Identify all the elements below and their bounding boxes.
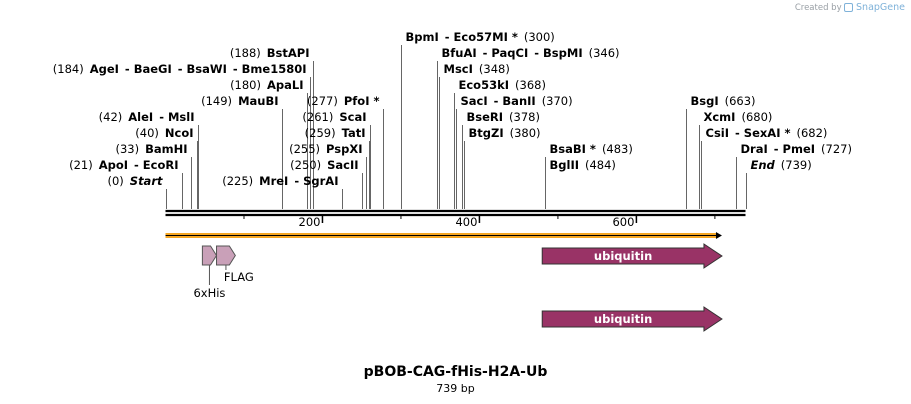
- snapgene-credit: Created by SnapGene: [795, 2, 905, 13]
- enzyme-name: - BanII: [494, 94, 536, 108]
- enzyme-name: ApaLI: [267, 78, 304, 92]
- orf-arrowhead: [715, 232, 722, 239]
- enzyme-name: - Eco57MI *: [445, 30, 518, 44]
- enzyme-name: MreI: [259, 174, 288, 188]
- enzyme-name: BsaBI *: [550, 142, 596, 156]
- feature-label: 6xHis: [193, 286, 225, 300]
- enzyme-name: MauBI: [238, 94, 278, 108]
- ruler: 200 400 600: [243, 215, 716, 229]
- site-position: (180): [230, 78, 261, 92]
- enzyme-name: DraI: [741, 142, 768, 156]
- enzyme-name: Start: [130, 174, 163, 188]
- enzyme-name: - PmeI: [774, 142, 815, 156]
- site-position: (680): [741, 110, 772, 124]
- credit-brand: SnapGene: [856, 2, 905, 13]
- plasmid-length: 739 bp: [436, 382, 475, 395]
- restriction-sites: (0) Start (21) ApoI - EcoRI (33) BamHI (40) NcoI…: [53, 30, 852, 209]
- enzyme-name: - SgrAI: [294, 174, 338, 188]
- site-position: (378): [509, 110, 540, 124]
- site-position: (346): [589, 46, 620, 60]
- site-position: (33): [115, 142, 139, 156]
- plasmid-name: pBOB-CAG-fHis-H2A-Ub: [363, 364, 548, 380]
- enzyme-name: NcoI: [165, 126, 194, 140]
- enzyme-name: CsiI: [706, 126, 730, 140]
- site-position: (484): [585, 158, 616, 172]
- enzyme-name: BfuAI: [442, 46, 477, 60]
- site-position: (255): [289, 142, 320, 156]
- enzyme-name: PspXI: [326, 142, 362, 156]
- dna-backbone: [165, 209, 746, 217]
- enzyme-name: SacI: [461, 94, 488, 108]
- credit-prefix: Created by: [794, 3, 842, 13]
- snapgene-logo-icon: [844, 3, 854, 12]
- enzyme-name: BstAPI: [267, 46, 310, 60]
- enzyme-name: - SexAI *: [735, 126, 790, 140]
- site-position: (727): [821, 142, 852, 156]
- enzyme-name: Eco53kI: [459, 78, 510, 92]
- feature-label: ubiquitin: [594, 312, 652, 326]
- feature-ubiquitin-1[interactable]: [541, 243, 723, 269]
- site-position: (370): [542, 94, 573, 108]
- enzyme-name: XcmI: [704, 110, 736, 124]
- site-position: (663): [725, 94, 756, 108]
- site-position: (348): [479, 62, 510, 76]
- enzyme-name: End: [751, 158, 776, 172]
- enzyme-name: ApoI: [99, 158, 128, 172]
- site-position: (739): [781, 158, 812, 172]
- feature-ubiquitin-2[interactable]: [541, 306, 723, 332]
- enzyme-name: BamHI: [145, 142, 187, 156]
- feature-label: FLAG: [224, 270, 254, 284]
- enzyme-name: BsgI: [691, 94, 719, 108]
- site-position: (300): [524, 30, 555, 44]
- enzyme-name: PfoI *: [344, 94, 380, 108]
- enzyme-name: AleI: [128, 110, 153, 124]
- enzyme-name: - PaqCI: [483, 46, 529, 60]
- enzyme-name: BglII: [550, 158, 580, 172]
- enzyme-name: - MslI: [159, 110, 194, 124]
- site-position: (682): [797, 126, 828, 140]
- enzyme-name: BseRI: [467, 110, 504, 124]
- enzyme-name: ScaI: [339, 110, 366, 124]
- site-position: (149): [201, 94, 232, 108]
- site-position: (261): [302, 110, 333, 124]
- enzyme-name: BtgZI: [469, 126, 504, 140]
- site-position: (277): [307, 94, 338, 108]
- site-position: (483): [602, 142, 633, 156]
- site-position: (225): [222, 174, 253, 188]
- enzyme-name: - BaeGI: [125, 62, 172, 76]
- site-position: (250): [290, 158, 321, 172]
- enzyme-name: - BspMI: [534, 46, 582, 60]
- enzyme-name: - Bme1580I: [233, 62, 307, 76]
- site-position: (259): [305, 126, 336, 140]
- tick-label: 200: [299, 215, 321, 229]
- enzyme-name: AgeI: [90, 62, 119, 76]
- feature-label: ubiquitin: [594, 249, 652, 263]
- enzyme-name: - EcoRI: [134, 158, 178, 172]
- site-position: (42): [99, 110, 123, 124]
- site-position: (188): [230, 46, 261, 60]
- site-position: (40): [135, 126, 159, 140]
- site-position: (368): [515, 78, 546, 92]
- feature-6xHis[interactable]: [201, 245, 218, 266]
- enzyme-name: TatI: [342, 126, 366, 140]
- site-position: (0): [107, 174, 123, 188]
- feature-tracks: 6xHis FLAG ubiquitin ubiquitin: [165, 232, 723, 332]
- enzyme-name: SacII: [327, 158, 358, 172]
- site-position: (380): [510, 126, 541, 140]
- enzyme-name: BpmI: [406, 30, 439, 44]
- enzyme-name: MscI: [444, 62, 473, 76]
- tick-label: 600: [612, 215, 634, 229]
- feature-FLAG[interactable]: [216, 245, 236, 266]
- enzyme-name: - BsaWI: [178, 62, 227, 76]
- site-position: (21): [69, 158, 93, 172]
- tick-label: 400: [455, 215, 477, 229]
- site-position: (184): [53, 62, 84, 76]
